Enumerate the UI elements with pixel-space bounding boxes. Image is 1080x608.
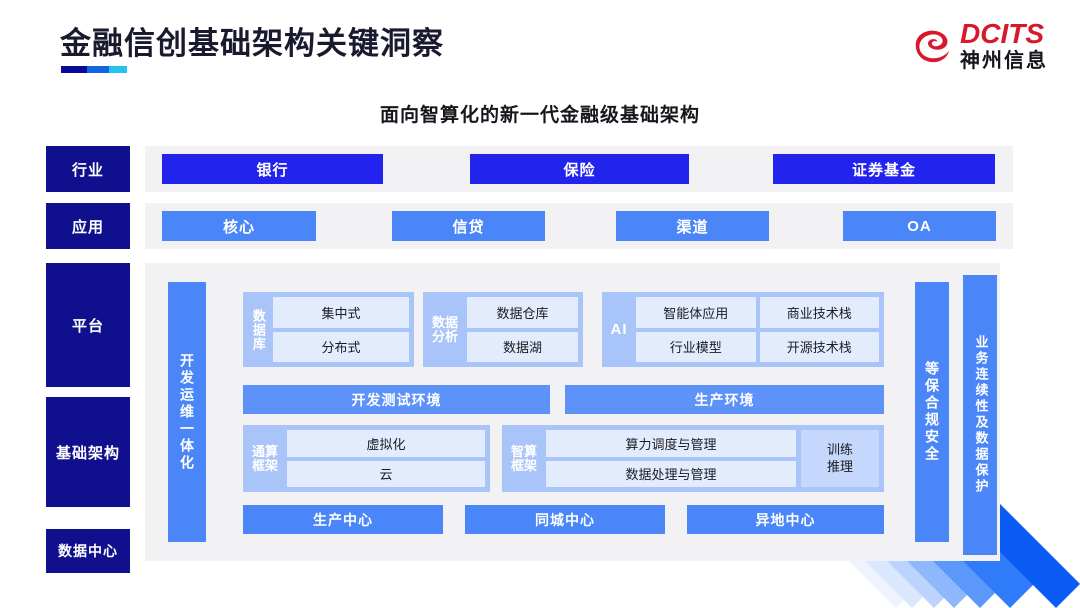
- brand-logo: DCITS 神州信息: [908, 20, 1048, 71]
- group-label-intelligent-compute: 智算框架: [510, 443, 537, 473]
- group-ai: AI 智能体应用 商业技术栈 行业模型 开源技术栈: [602, 292, 884, 367]
- env-bar-dev-test[interactable]: 开发测试环境: [243, 385, 550, 414]
- logo-cn-text: 神州信息: [960, 50, 1048, 72]
- cell-database-centralized[interactable]: 集中式: [273, 297, 409, 328]
- industry-chip-securities[interactable]: 证券基金: [773, 154, 995, 184]
- group-label-data-analysis: 数据分析: [431, 314, 458, 344]
- industry-chip-bank[interactable]: 银行: [162, 154, 383, 184]
- application-chip-credit[interactable]: 信贷: [392, 211, 545, 241]
- inference-label: 推理: [826, 458, 853, 474]
- group-database: 数据库 集中式 分布式: [243, 292, 414, 367]
- industry-band: 银行 保险 证券基金: [145, 146, 1013, 192]
- datacenter-chip-remote[interactable]: 异地中心: [687, 505, 884, 534]
- vertical-bar-compliance: 等保合规安全: [915, 282, 949, 542]
- group-data-analysis: 数据分析 数据仓库 数据湖: [423, 292, 583, 367]
- cell-train-inference[interactable]: 训练 推理: [801, 430, 879, 487]
- industry-chip-insurance[interactable]: 保险: [470, 154, 689, 184]
- dcits-swirl-icon: [908, 23, 954, 69]
- cell-ai-commercial-stack[interactable]: 商业技术栈: [759, 297, 879, 328]
- cell-data-warehouse[interactable]: 数据仓库: [467, 297, 578, 328]
- env-bar-production[interactable]: 生产环境: [565, 385, 884, 414]
- diagram-subtitle: 面向智算化的新一代金融级基础架构: [379, 105, 700, 126]
- group-intelligent-compute: 智算框架 算力调度与管理 数据处理与管理 训练 推理: [502, 425, 884, 492]
- application-chip-oa[interactable]: OA: [843, 211, 996, 241]
- cell-ai-industry-model[interactable]: 行业模型: [636, 331, 756, 362]
- page-title: 金融信创基础架构关键洞察: [60, 26, 444, 61]
- datacenter-chip-production[interactable]: 生产中心: [243, 505, 443, 534]
- cell-data-processing[interactable]: 数据处理与管理: [546, 460, 796, 487]
- group-label-database: 数据库: [250, 308, 266, 351]
- group-label-general-compute: 通算框架: [251, 443, 278, 473]
- vertical-bar-devops: 开发运维一体化: [168, 282, 206, 542]
- train-label: 训练: [826, 442, 853, 458]
- rail-label-platform: 平台: [46, 263, 130, 387]
- rail-label-infrastructure: 基础架构: [46, 397, 130, 507]
- rail-label-application: 应用: [46, 203, 130, 249]
- cell-ai-opensource-stack[interactable]: 开源技术栈: [759, 331, 879, 362]
- logo-en-text: DCITS: [960, 18, 1044, 49]
- vertical-bar-continuity: 业务连续性及数据保护: [963, 275, 997, 555]
- cell-compute-scheduling[interactable]: 算力调度与管理: [546, 430, 796, 457]
- group-label-ai: AI: [610, 320, 628, 338]
- rail-label-datacenter: 数据中心: [46, 529, 130, 573]
- application-chip-core[interactable]: 核心: [162, 211, 316, 241]
- cell-virtualization[interactable]: 虚拟化: [287, 430, 485, 457]
- cell-cloud[interactable]: 云: [287, 460, 485, 487]
- cell-database-distributed[interactable]: 分布式: [273, 331, 409, 362]
- application-chip-channel[interactable]: 渠道: [616, 211, 769, 241]
- group-general-compute: 通算框架 虚拟化 云: [243, 425, 490, 492]
- application-band: 核心 信贷 渠道 OA: [145, 203, 1013, 249]
- cell-data-lake[interactable]: 数据湖: [467, 331, 578, 362]
- rail-label-industry: 行业: [46, 146, 130, 192]
- title-accent-bar: [61, 66, 127, 73]
- datacenter-chip-local[interactable]: 同城中心: [465, 505, 665, 534]
- cell-ai-agent-app[interactable]: 智能体应用: [636, 297, 756, 328]
